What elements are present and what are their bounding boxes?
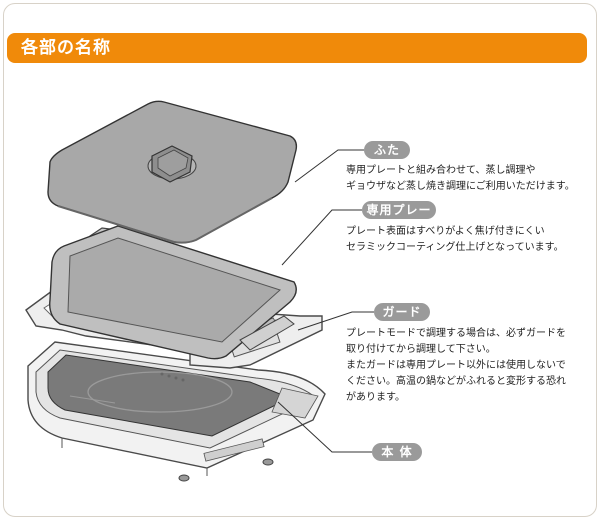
- section-header: 各部の名称: [7, 33, 587, 63]
- lid-description-line: ギョウザなど蒸し焼き調理にご利用いただけます。: [346, 181, 575, 192]
- plate-description: プレート表面はすべりがよく焦げ付きにくい セラミックコーティング仕上げとなってい…: [346, 224, 564, 256]
- plate-description-line: セラミックコーティング仕上げとなっています。: [346, 242, 564, 253]
- leader-lines: [277, 149, 374, 453]
- body-label: 本 体: [372, 443, 422, 461]
- plate-label: 専用プレート: [362, 201, 436, 235]
- section-title: 各部の名称: [21, 38, 111, 58]
- lid-label: ふた: [364, 141, 410, 159]
- guard-description-line: 取り付けてから調理して下さい。: [346, 344, 496, 355]
- plate-illustration: [49, 225, 297, 360]
- guard-description-line: またガードは専用プレート以外には使用しないで: [346, 360, 566, 371]
- lid-description: 専用プレートと組み合わせて、蒸し調理や ギョウザなど蒸し焼き調理にご利用いただけ…: [346, 163, 575, 195]
- guard-label: ガード: [374, 303, 430, 321]
- guard-description: プレートモードで調理する場合は、必ずガードを 取り付けてから調理して下さい。 ま…: [346, 326, 566, 406]
- lid-description-line: 専用プレートと組み合わせて、蒸し調理や: [346, 165, 536, 176]
- plate-description-line: プレート表面はすべりがよく焦げ付きにくい: [346, 226, 545, 237]
- main-body-illustration: [27, 341, 326, 482]
- lid-illustration: [47, 100, 298, 244]
- guard-description-line: ください。高温の鍋などがふれると変形する恐れ: [346, 376, 566, 387]
- guard-description-line: があります。: [346, 392, 405, 403]
- guard-description-line: プレートモードで調理する場合は、必ずガードを: [346, 328, 566, 339]
